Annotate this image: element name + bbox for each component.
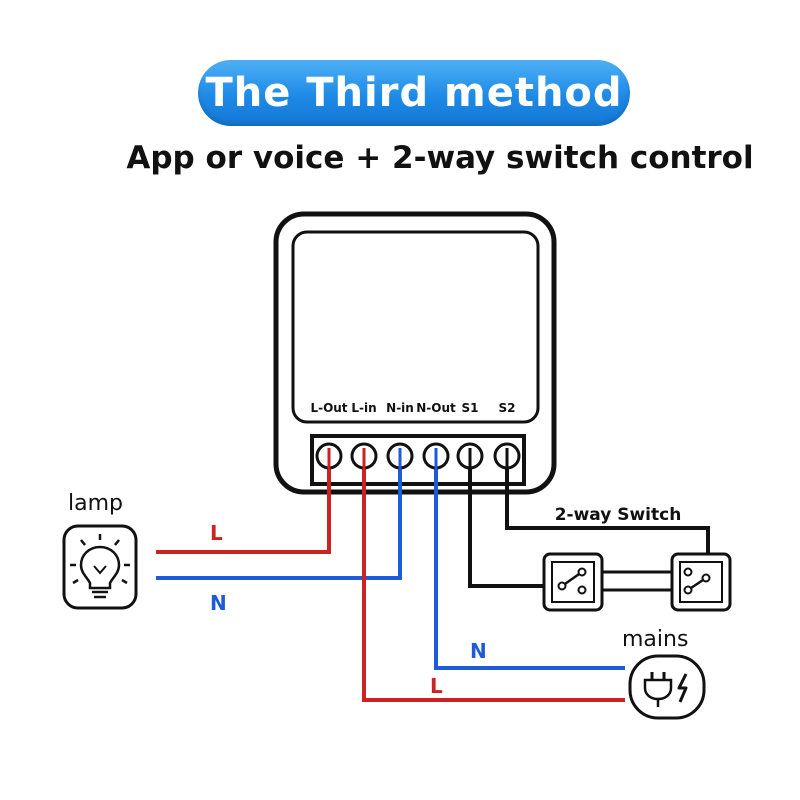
terminal-label-n-out: N-Out [416,401,456,415]
page-title: The Third method [205,70,623,116]
terminal-block [310,434,526,486]
mains-live-wire [362,456,625,702]
title-banner: The Third method [198,60,630,126]
terminal-label-s2: S2 [499,401,516,415]
terminal-label-l-in: L-in [351,401,376,415]
terminal-label-n-in: N-in [386,401,414,415]
two-way-switch-left [542,552,604,612]
page-subtitle: App or voice + 2-way switch control [126,140,754,176]
s1-wire [468,456,560,588]
terminal-label-l-out: L-Out [310,401,347,415]
lamp-neutral-wire [156,456,402,580]
two-way-switch-right [670,552,732,612]
lamp-live-wire [156,456,331,554]
lamp-label: lamp [68,491,123,516]
plug-power-icon [628,654,706,720]
mains-label: mains [622,627,688,652]
mains-neutral-wire [434,456,625,670]
lamp-live-label: L [210,521,223,545]
mains-neutral-label: N [470,639,487,663]
terminal-label-s1: S1 [462,401,479,415]
two-way-switch-label: 2-way Switch [555,505,682,525]
light-bulb-icon [62,524,138,610]
module-face [291,230,540,424]
lamp-neutral-label: N [210,591,227,615]
mains-live-label: L [430,674,443,698]
